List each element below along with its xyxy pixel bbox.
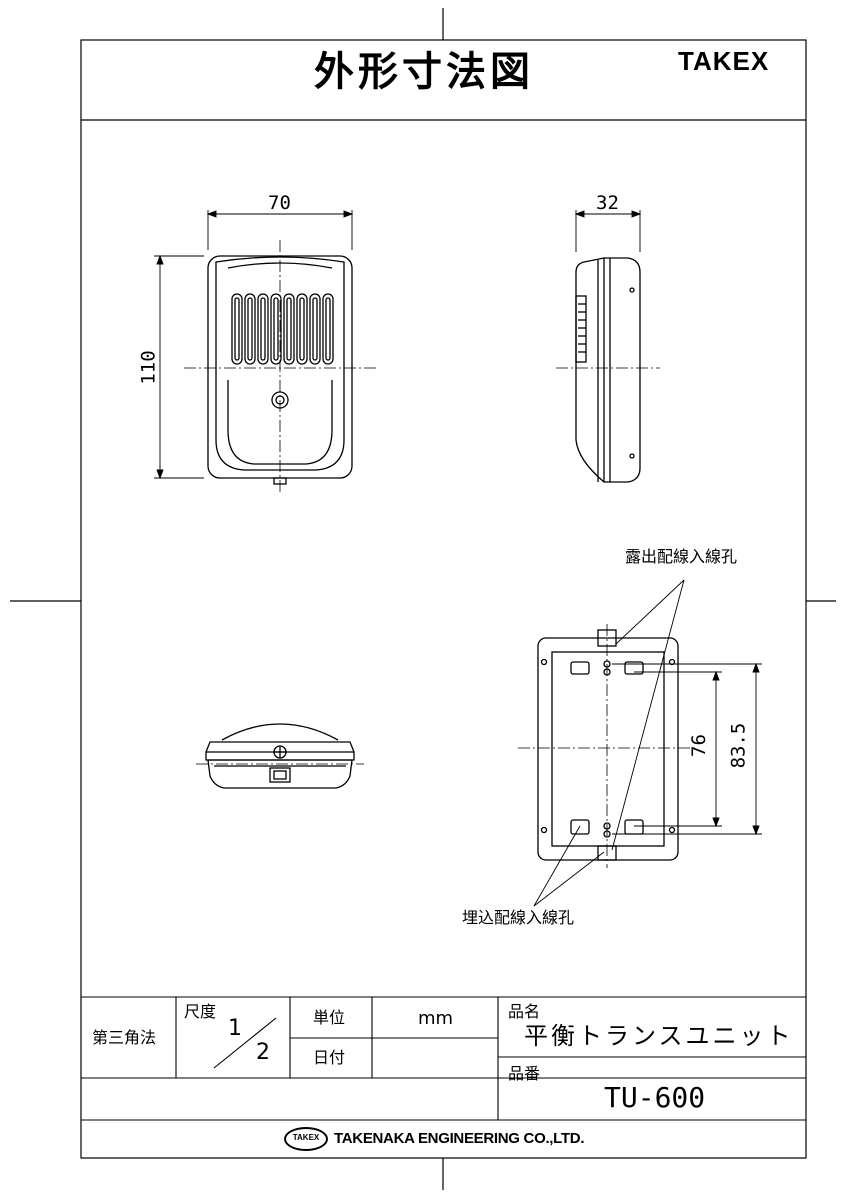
brand-logo: TAKEX xyxy=(678,46,770,76)
product-number: TU-600 xyxy=(604,1081,706,1114)
bottom-view xyxy=(196,723,364,789)
scale-numerator: 1 xyxy=(228,1016,242,1041)
projection-label: 第三角法 xyxy=(92,1028,157,1047)
callout-exposed-hole: 露出配線入線孔 xyxy=(625,547,738,566)
product-name: 平衡トランスユニット xyxy=(524,1022,794,1050)
callout-embedded-hole: 埋込配線入線孔 xyxy=(462,908,575,927)
scale-denominator: 2 xyxy=(256,1040,270,1065)
dim-side-depth: 32 xyxy=(596,192,619,214)
company-name: TAKENAKA ENGINEERING CO.,LTD. xyxy=(334,1130,585,1147)
dim-front-height: 110 xyxy=(137,350,160,385)
front-vent-slots xyxy=(231,293,334,365)
title-block xyxy=(81,996,806,1121)
dim-back-pitch-inner: 76 xyxy=(687,734,710,757)
scale-label: 尺度 xyxy=(184,1002,217,1021)
dim-front-width: 70 xyxy=(268,192,291,214)
dim-back-pitch-outer: 83.5 xyxy=(727,722,750,769)
company-logo-mark xyxy=(284,1127,328,1151)
back-view xyxy=(518,579,762,907)
sheet-frame xyxy=(10,8,836,1190)
unit-label: 単位 xyxy=(313,1008,346,1027)
product-name-label: 品名 xyxy=(508,1002,541,1021)
date-label: 日付 xyxy=(313,1048,346,1067)
side-view xyxy=(556,210,660,483)
company-logo-text: TAKEX xyxy=(292,1133,320,1142)
page-title: 外形寸法図 xyxy=(314,49,534,95)
unit-value: mm xyxy=(418,1008,454,1029)
product-number-label: 品番 xyxy=(508,1064,541,1083)
front-view xyxy=(154,210,376,494)
